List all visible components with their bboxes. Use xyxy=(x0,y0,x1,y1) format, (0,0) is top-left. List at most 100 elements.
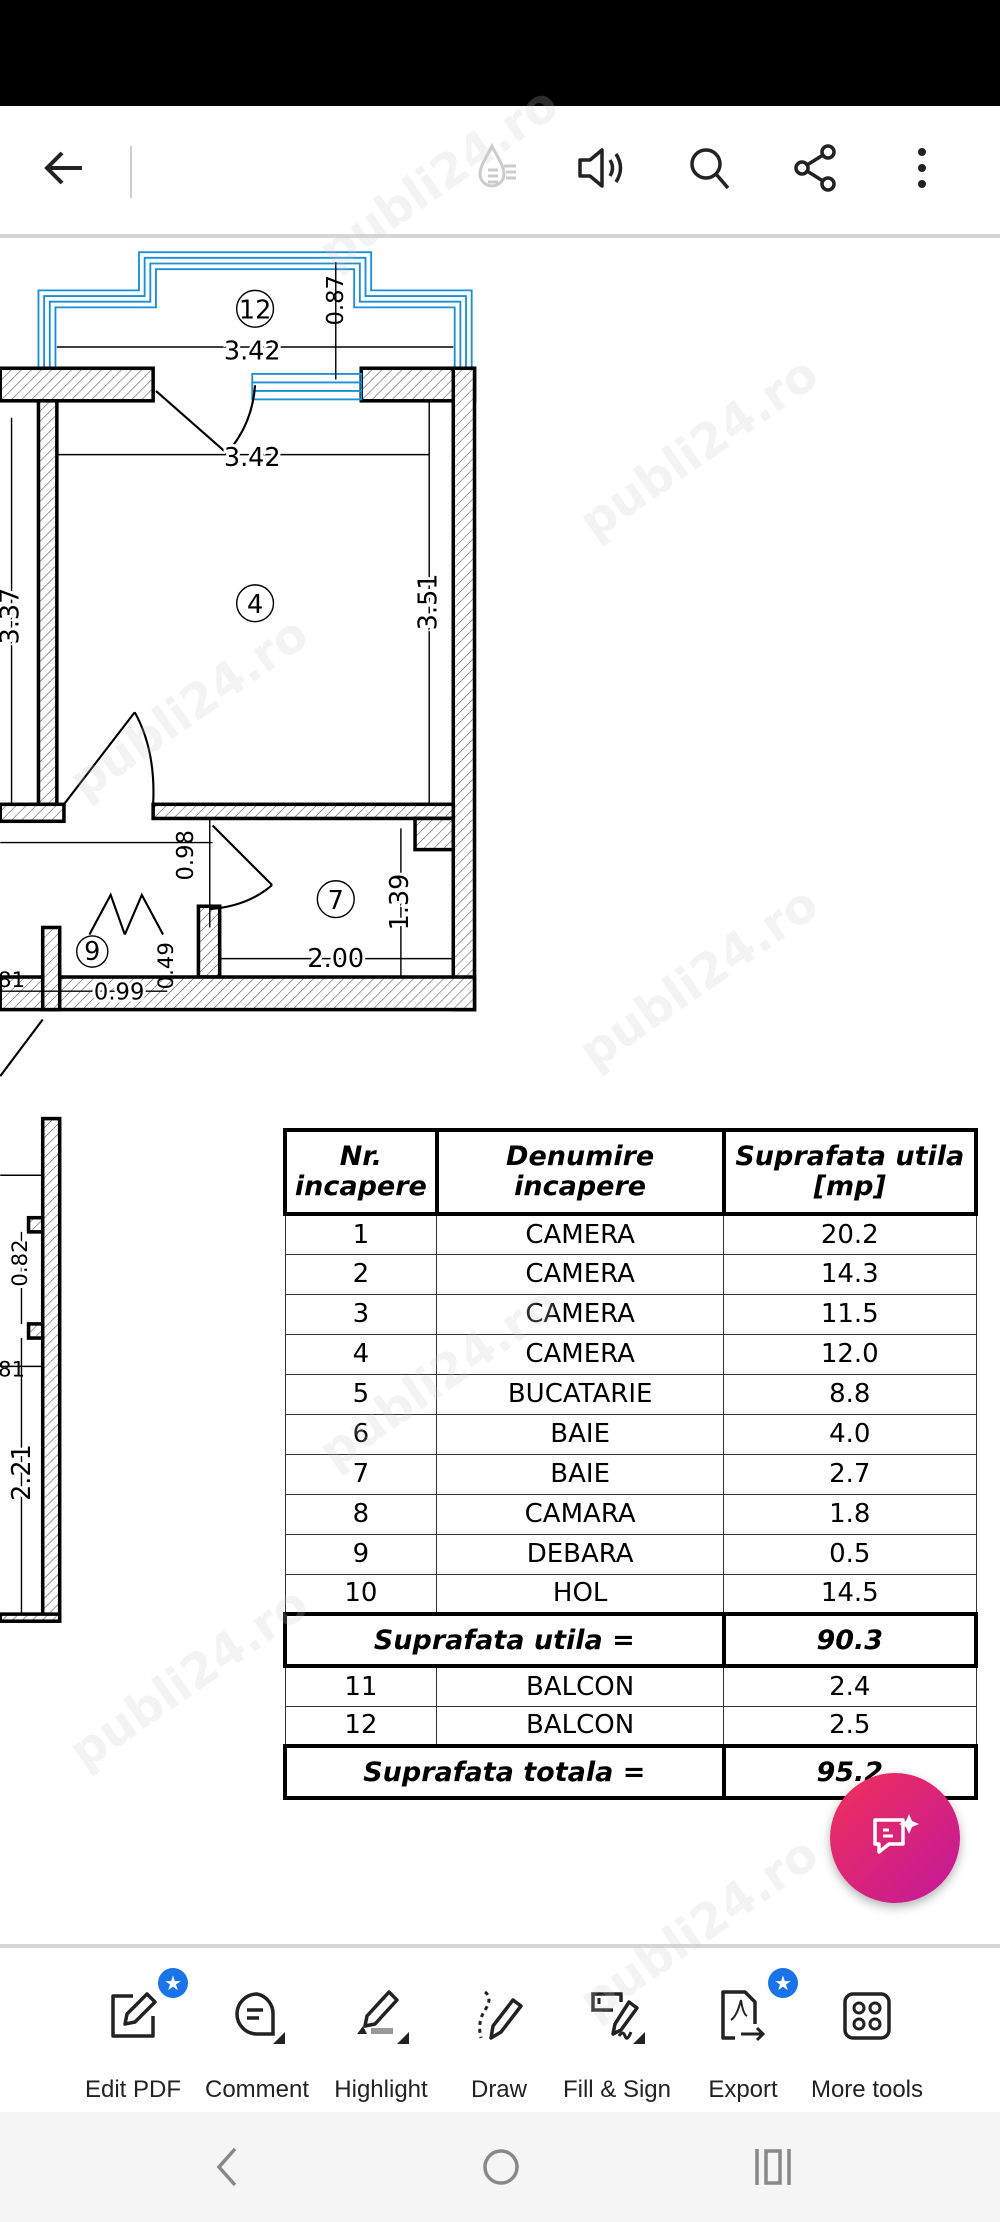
system-nav-bar xyxy=(0,2112,1000,2222)
liquid-mode-button[interactable] xyxy=(466,136,530,200)
cell-area: 2.5 xyxy=(723,1705,977,1747)
cell-nr: 2 xyxy=(284,1253,438,1295)
cell-nr: 11 xyxy=(284,1665,438,1707)
dimension-label: 2.21 xyxy=(7,1444,37,1501)
highlight-icon xyxy=(357,1990,409,2044)
dimension-label: 3.51 xyxy=(413,573,443,630)
search-icon xyxy=(690,148,730,190)
dimension-label: 0.82 xyxy=(8,1239,33,1286)
cell-name: CAMERA xyxy=(436,1213,725,1255)
edit-pdf-button[interactable]: ★ Edit PDF xyxy=(68,1968,198,2108)
floor-plan: 12 4 7 9 3.42 0.87 3.42 3.51 3.37 0.98 1… xyxy=(0,251,477,1623)
subtotal-label: Suprafata utila = xyxy=(283,1612,726,1668)
more-options-button[interactable] xyxy=(890,136,954,200)
cell-area: 14.3 xyxy=(723,1253,977,1295)
draw-button[interactable]: Draw xyxy=(434,1968,564,2108)
export-pdf-button[interactable]: ★ Export xyxy=(678,1968,808,2108)
dimension-label: 3.42 xyxy=(224,443,281,473)
cell-nr: 1 xyxy=(284,1213,438,1255)
cell-area: 8.8 xyxy=(723,1373,977,1415)
doors xyxy=(0,385,273,1077)
ai-assistant-button[interactable] xyxy=(830,1773,960,1903)
share-button[interactable] xyxy=(784,136,848,200)
cell-area: 11.5 xyxy=(723,1293,977,1335)
bottom-toolbar: ★ Edit PDF Comment Highlight Draw Fill &… xyxy=(0,1944,1000,2112)
nav-home-button[interactable] xyxy=(466,2137,536,2197)
total-label: Suprafata totala = xyxy=(283,1744,726,1800)
dimension-label: 0.87 xyxy=(323,275,349,325)
walls xyxy=(0,366,477,1623)
cell-area: 14.5 xyxy=(723,1573,977,1615)
cell-nr: 7 xyxy=(284,1453,438,1495)
more-tools-button[interactable]: More tools xyxy=(802,1968,932,2108)
nav-recents-button[interactable] xyxy=(738,2137,808,2197)
column-header: Nr. incapere xyxy=(283,1128,439,1216)
tool-label: Export xyxy=(708,2076,778,2103)
dimension-label: 0.49 xyxy=(154,942,179,989)
tool-label: More tools xyxy=(810,2076,924,2103)
cell-name: DEBARA xyxy=(436,1533,725,1575)
dimension-label: 0.98 xyxy=(173,830,199,880)
cell-name: CAMERA xyxy=(436,1253,725,1295)
new-badge: ★ xyxy=(158,1968,188,1998)
nav-back-icon xyxy=(216,2147,237,2187)
cell-name: BALCON xyxy=(436,1705,725,1747)
subtotal-row: Suprafata utila = 90.3 xyxy=(283,1612,979,1668)
tool-label: Draw xyxy=(470,2076,527,2103)
ai-assistant-icon xyxy=(873,1814,919,1854)
more-tools-icon xyxy=(843,1992,891,2040)
draw-icon xyxy=(478,1990,523,2040)
cell-nr: 6 xyxy=(284,1413,438,1455)
tool-label: Comment xyxy=(204,2076,310,2103)
comment-button[interactable]: Comment xyxy=(192,1968,322,2108)
share-icon xyxy=(794,144,836,192)
room-label: 9 xyxy=(84,937,100,967)
cell-nr: 9 xyxy=(284,1533,438,1575)
cell-name: CAMERA xyxy=(436,1333,725,1375)
nav-back-button[interactable] xyxy=(192,2137,262,2197)
dimension-label: 3.37 xyxy=(0,588,26,645)
dimension-label: 0.99 xyxy=(94,980,144,1006)
subtotal-value: 90.3 xyxy=(721,1612,979,1668)
cell-name: BAIE xyxy=(436,1453,725,1495)
search-button[interactable] xyxy=(678,136,742,200)
highlight-button[interactable]: Highlight xyxy=(316,1968,446,2108)
cell-nr: 4 xyxy=(284,1333,438,1375)
back-button[interactable] xyxy=(32,136,96,200)
window xyxy=(251,372,363,401)
read-aloud-button[interactable] xyxy=(570,136,634,200)
dimension-lines xyxy=(0,262,454,1615)
dimension-label: 1.39 xyxy=(385,874,415,931)
table-header: Nr. incapere Denumire incapere Suprafata… xyxy=(283,1128,979,1216)
cell-area: 12.0 xyxy=(723,1333,977,1375)
edit-pdf-icon xyxy=(111,1992,157,2038)
comment-icon xyxy=(235,1992,285,2044)
cell-area: 2.4 xyxy=(723,1665,977,1707)
area-table: Nr. incapere Denumire incapere Suprafata… xyxy=(283,1128,979,1800)
room-label: 12 xyxy=(239,296,271,326)
fill-sign-button[interactable]: Fill & Sign xyxy=(552,1968,682,2108)
balcony-outline xyxy=(37,251,473,369)
tool-label: Highlight xyxy=(334,2076,428,2103)
more-options-icon xyxy=(918,148,926,188)
export-pdf-icon xyxy=(721,1990,766,2042)
room-label: 7 xyxy=(328,886,344,916)
back-arrow-icon xyxy=(44,151,82,185)
cell-nr: 12 xyxy=(284,1705,438,1747)
top-toolbar xyxy=(0,106,1000,238)
cell-area: 1.8 xyxy=(723,1493,977,1535)
cell-area: 4.0 xyxy=(723,1413,977,1455)
cell-name: CAMERA xyxy=(436,1293,725,1335)
liquid-mode-icon xyxy=(478,142,516,188)
cell-area: 2.7 xyxy=(723,1453,977,1495)
toolbar-divider xyxy=(130,146,132,198)
